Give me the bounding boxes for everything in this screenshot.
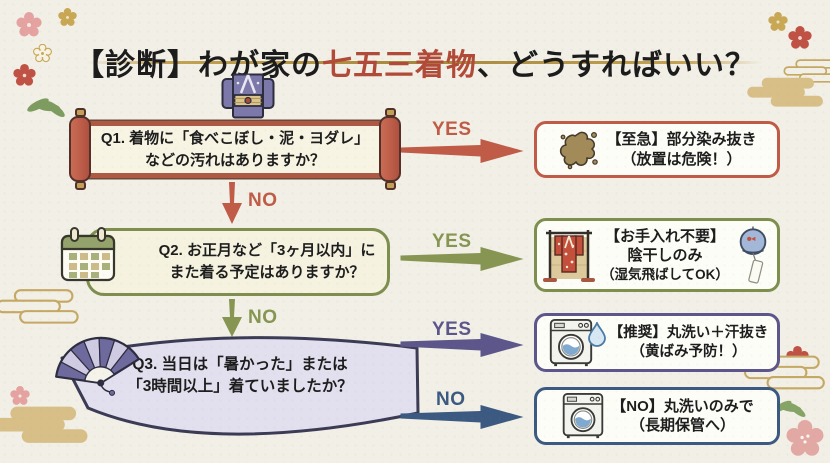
plum-blossom-icon xyxy=(13,64,36,86)
washing-machine-icon xyxy=(562,393,604,439)
title-suffix: 、どうすればいい？ xyxy=(477,49,756,83)
q2-question-text: Q2. お正月など「3ヶ月以内」に また着る予定はありますか？ xyxy=(158,242,376,281)
washing-machine-droplet-icon xyxy=(546,318,606,368)
q3-no-label: NO xyxy=(436,389,466,410)
title-highlight: 七五三着物 xyxy=(322,49,477,83)
q2-question-box: Q2. お正月など「3ヶ月以内」に また着る予定はありますか？ xyxy=(86,228,390,296)
scroll-knob xyxy=(385,181,396,190)
q1-no-arrow xyxy=(222,182,242,224)
plum-blossom-icon xyxy=(10,386,30,405)
stain-icon xyxy=(560,131,599,169)
result-no-care-box: 【お手入れ不要】 陰干しのみ （湿気飛ばしてOK） xyxy=(534,218,780,292)
q1-question-box: Q1. 着物に「食べこぼし・泥・ヨダレ」 などの汚れはありますか？ xyxy=(88,121,382,178)
kimono-icon xyxy=(221,73,275,119)
plum-blossom-icon xyxy=(33,44,52,63)
result-recommended-text: 【推奨】丸洗い＋汗抜き （黄ばみ予防！） xyxy=(608,324,769,360)
result-wash-only-box: 【NO】丸洗いのみで （長期保管へ） xyxy=(534,387,780,445)
result-urgent-box: 【至急】部分染み抜き （放置は危険！） xyxy=(534,121,780,178)
q2-no-arrow xyxy=(222,299,242,337)
result-urgent-text: 【至急】部分染み抜き （放置は危険！） xyxy=(606,131,757,168)
folding-fan-icon xyxy=(55,336,141,396)
q2-no-label: NO xyxy=(248,307,278,328)
q3-no-arrow xyxy=(400,405,524,429)
scroll-roller-right xyxy=(379,116,401,182)
title-prefix: 【診断】わが家の xyxy=(74,49,322,83)
q2-yes-arrow xyxy=(400,247,524,271)
q3-question-text: Q3. 当日は「暑かった」または 「3時間以上」着ていましたか？ xyxy=(127,356,353,396)
q1-yes-arrow xyxy=(400,139,524,163)
q1-question-text: Q1. 着物に「食べこぼし・泥・ヨダレ」 などの汚れはありますか？ xyxy=(100,129,370,169)
result-wash-only-text: 【NO】丸洗いのみで （長期保管へ） xyxy=(611,397,754,435)
title-underline-divider xyxy=(86,61,762,64)
cloud-icon xyxy=(0,406,88,443)
kimono-hanging-icon xyxy=(543,230,596,282)
q3-yes-label: YES xyxy=(432,319,472,340)
plum-blossom-icon xyxy=(58,8,77,26)
page-title: 【診断】わが家の七五三着物、どうすればいい？ xyxy=(0,40,830,84)
cloud-icon xyxy=(0,289,79,324)
plum-blossom-icon xyxy=(788,26,812,49)
plum-blossom-icon xyxy=(786,420,824,456)
result-recommended-box: 【推奨】丸洗い＋汗抜き （黄ばみ予防！） xyxy=(534,313,780,372)
wind-chime-icon xyxy=(739,226,767,284)
scroll-roller-left xyxy=(69,116,91,182)
q1-yes-label: YES xyxy=(432,119,472,140)
calendar-icon xyxy=(60,227,116,282)
scroll-knob xyxy=(75,181,86,190)
q2-yes-label: YES xyxy=(432,231,472,252)
result-no-care-text: 【お手入れ不要】 陰干しのみ （湿気飛ばしてOK） xyxy=(601,227,729,282)
q3-yes-arrow xyxy=(400,333,524,357)
plum-blossom-icon xyxy=(768,12,788,31)
plum-blossom-icon xyxy=(16,12,42,37)
cloud-icon xyxy=(747,77,823,107)
q1-no-label: NO xyxy=(248,190,278,211)
bamboo-leaves-icon xyxy=(27,98,65,118)
